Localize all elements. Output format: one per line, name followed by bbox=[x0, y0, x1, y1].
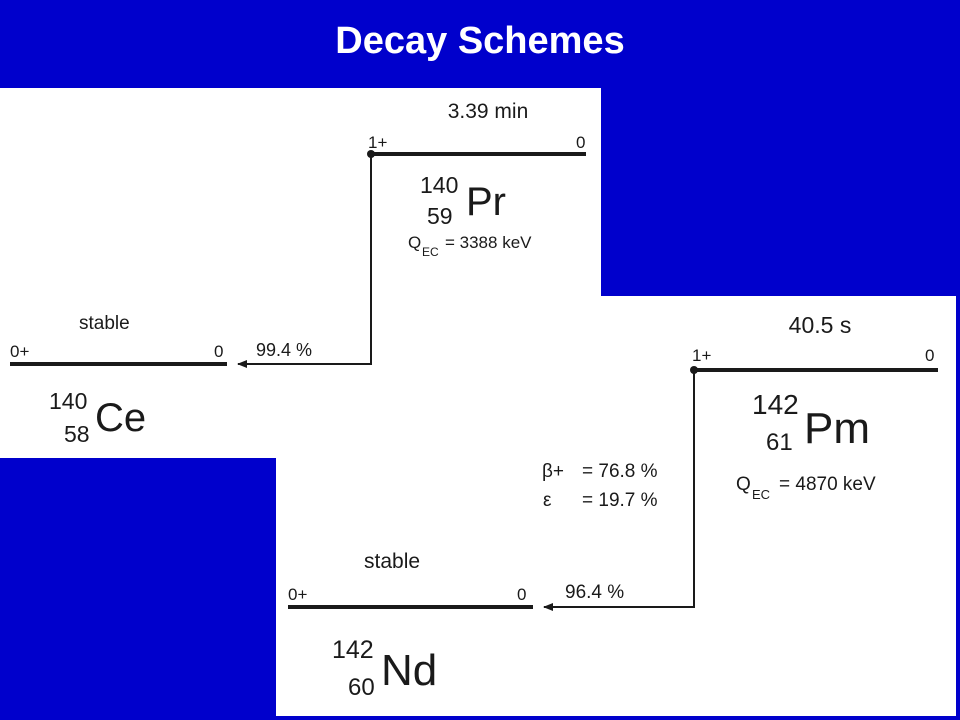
pm-parent-symbol: Pm bbox=[804, 404, 870, 453]
nd-spin: 0+ bbox=[288, 585, 307, 604]
pm-parent-z: 61 bbox=[766, 429, 793, 456]
pm-beta-plus-symbol: β+ bbox=[542, 461, 564, 482]
nd-mass: 142 bbox=[332, 636, 374, 664]
ce-symbol: Ce bbox=[95, 396, 146, 440]
pm-ec-value: = 19.7 % bbox=[582, 490, 658, 511]
ce-status: stable bbox=[79, 313, 130, 334]
nd-symbol: Nd bbox=[381, 646, 437, 695]
pm-q-sub: EC bbox=[752, 487, 770, 502]
pm-parent-mass: 142 bbox=[752, 389, 799, 420]
slide-title: Decay Schemes bbox=[335, 20, 625, 62]
pm-scheme-panel bbox=[276, 296, 956, 716]
pr-parent-symbol: Pr bbox=[466, 180, 506, 224]
pm-parent-energy: 0 bbox=[925, 346, 934, 365]
ce-energy: 0 bbox=[214, 342, 223, 361]
pm-beta-plus-value: = 76.8 % bbox=[582, 461, 658, 482]
pr-parent-energy: 0 bbox=[576, 133, 585, 152]
pm-parent-spin: 1+ bbox=[692, 346, 711, 365]
pr-q-value: = 3388 keV bbox=[445, 233, 532, 252]
pr-parent-spin: 1+ bbox=[368, 133, 387, 152]
ce-spin: 0+ bbox=[10, 342, 29, 361]
pr-parent-mass: 140 bbox=[420, 172, 458, 198]
pm-half-life: 40.5 s bbox=[789, 312, 852, 338]
pr-half-life: 3.39 min bbox=[448, 100, 529, 123]
pr-q-label: Q bbox=[408, 233, 421, 252]
ce-mass: 140 bbox=[49, 388, 87, 414]
nd-status: stable bbox=[364, 550, 420, 573]
ce-z: 58 bbox=[64, 421, 90, 447]
pm-decay-arrow bbox=[543, 370, 695, 611]
pr-q-sub: EC bbox=[422, 245, 439, 259]
pm-branch-label: 96.4 % bbox=[565, 582, 624, 603]
nd-z: 60 bbox=[348, 674, 375, 701]
pm-ec-symbol: ε bbox=[543, 490, 552, 511]
pm-q-label: Q bbox=[736, 474, 751, 495]
pm-q-value: = 4870 keV bbox=[779, 474, 876, 495]
pr-decay-arrow bbox=[237, 154, 372, 368]
nd-energy: 0 bbox=[517, 585, 526, 604]
pr-parent-z: 59 bbox=[427, 203, 453, 229]
pr-branch-label: 99.4 % bbox=[256, 340, 312, 360]
